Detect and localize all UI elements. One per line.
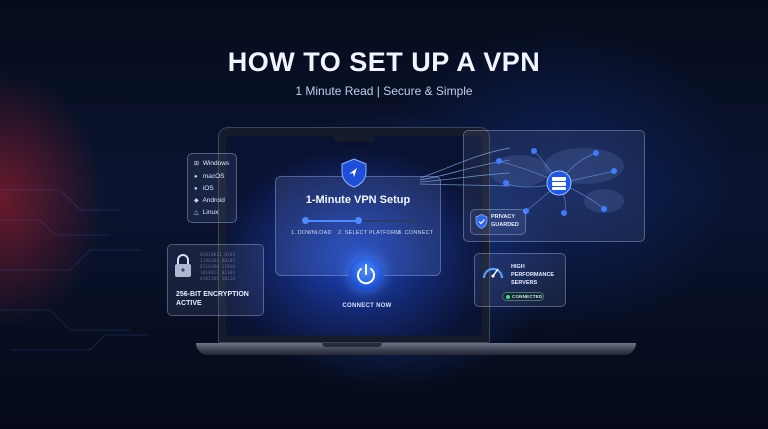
speedometer-icon (482, 267, 504, 279)
connected-badge (502, 292, 544, 301)
step-dot-3 (408, 217, 415, 224)
setup-title: 1-Minute VPN Setup (305, 194, 411, 206)
encryption-label: 256-BIT ENCRYPTION ACTIVE (176, 291, 249, 307)
apple-icon: ● (194, 186, 198, 192)
shield-icon (341, 158, 367, 188)
step-dot-2 (355, 217, 362, 224)
network-map-panel (463, 130, 645, 242)
connect-now-label[interactable]: CONNECT NOW (342, 303, 392, 309)
laptop-lip (322, 343, 382, 347)
performance-label: HIGH PERFORMANCE SERVERS (511, 264, 555, 286)
circuit-decoration (0, 189, 150, 351)
windows-icon: ⊞ (194, 161, 200, 167)
status-dot-icon (506, 295, 510, 299)
server-icon (546, 170, 572, 196)
padlock-icon (175, 254, 191, 277)
platform-ios[interactable]: ● iOS (194, 185, 214, 192)
shield-check-icon (475, 214, 488, 229)
laptop-notch (334, 136, 374, 142)
step-label-download: 1. DOWNLOAD (291, 230, 332, 236)
android-icon: ◆ (194, 198, 199, 204)
step-label-select-platform: 2. SELECT PLATFORM (338, 230, 401, 236)
laptop-base (196, 343, 636, 355)
platforms-panel (187, 153, 237, 223)
page-subtitle: 1 Minute Read | Secure & Simple (295, 84, 473, 98)
platform-windows[interactable]: ⊞ Windows (194, 160, 230, 167)
connect-power-button[interactable] (349, 257, 383, 291)
progress-fill (306, 220, 361, 222)
page-title: HOW TO SET UP A VPN (227, 47, 541, 77)
binary-pattern: 01010011 0101 1100101 00101 0110100 1101… (200, 253, 236, 282)
apple-icon: ● (194, 174, 198, 180)
platform-linux[interactable]: △ Linux (194, 209, 219, 216)
power-icon (357, 264, 375, 285)
step-label-connect: 3. CONNECT (398, 230, 434, 236)
network-map (489, 148, 624, 216)
privacy-label: PRIVACY GUARDED (491, 214, 519, 228)
linux-icon: △ (194, 210, 199, 216)
connected-status: CONNECTED (512, 294, 543, 299)
platform-android[interactable]: ◆ Android (194, 197, 225, 204)
step-dot-1 (302, 217, 309, 224)
platform-macos[interactable]: ● macOS (194, 173, 225, 180)
